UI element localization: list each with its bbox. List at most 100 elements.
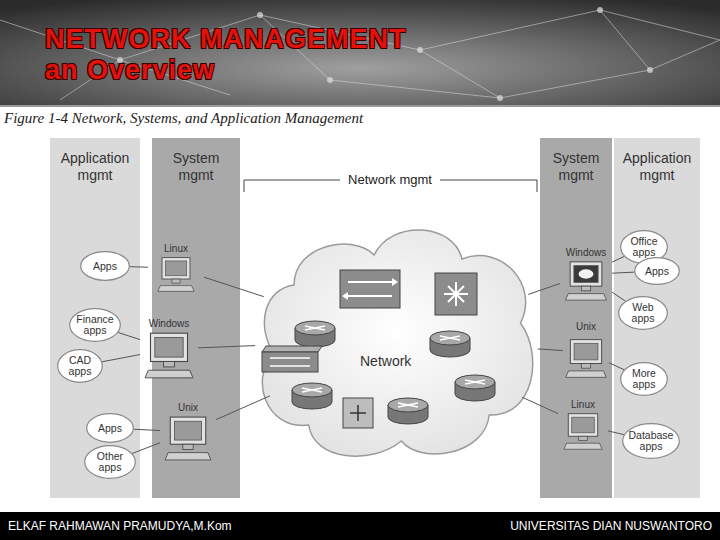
os-label: Windows bbox=[560, 247, 612, 259]
oval-shape bbox=[619, 297, 668, 330]
oval-shape bbox=[623, 424, 680, 459]
hub-arrows bbox=[350, 405, 366, 421]
star-line bbox=[444, 293, 468, 295]
router-arrows bbox=[440, 336, 460, 340]
pattern-dot bbox=[597, 7, 603, 13]
computer-icon bbox=[140, 331, 198, 380]
computer-node: Windows bbox=[560, 247, 612, 302]
header-network-pattern bbox=[0, 10, 720, 100]
oval-shape bbox=[70, 309, 121, 342]
router-body bbox=[430, 338, 470, 357]
connector-line bbox=[204, 277, 264, 297]
router-arrows bbox=[465, 380, 485, 384]
oval-text-box: Web apps bbox=[618, 296, 668, 330]
os-label: Windows bbox=[140, 318, 198, 330]
cloud-outline bbox=[255, 215, 538, 465]
header-rule bbox=[0, 105, 720, 107]
oval-text-box: Finance apps bbox=[69, 308, 121, 342]
connector-line bbox=[522, 397, 558, 413]
router-top bbox=[430, 331, 470, 345]
oval-label: Finance apps bbox=[73, 314, 117, 336]
computer-node: Linux bbox=[558, 399, 608, 451]
pattern-line bbox=[600, 10, 650, 70]
management-band: Application mgmtAppsFinance appsCAD apps… bbox=[50, 138, 140, 498]
monitor-case bbox=[162, 258, 190, 279]
oval-label: Apps bbox=[93, 261, 117, 272]
oval-label: CAD apps bbox=[61, 355, 99, 377]
monitor-case bbox=[570, 340, 601, 364]
pattern-line bbox=[420, 10, 600, 50]
keyboard bbox=[145, 370, 193, 378]
application-oval: Apps bbox=[634, 257, 680, 285]
pattern-line bbox=[500, 70, 650, 98]
application-oval: CAD apps bbox=[57, 349, 103, 383]
computer-label-box: Linux bbox=[558, 399, 608, 411]
monitor-screen bbox=[174, 421, 201, 440]
band-heading: System mgmt bbox=[540, 150, 612, 184]
pattern-dot bbox=[647, 67, 653, 73]
network-cloud: Network bbox=[255, 215, 538, 465]
connector-line bbox=[612, 256, 624, 262]
monitor-stand bbox=[579, 436, 588, 440]
monitor-screen bbox=[574, 266, 598, 283]
screen-image bbox=[579, 269, 594, 278]
computer-node: Windows bbox=[140, 318, 198, 380]
pattern-dot bbox=[327, 77, 333, 83]
os-label: Unix bbox=[563, 321, 609, 333]
application-oval: Database apps bbox=[622, 423, 680, 459]
star-line bbox=[448, 286, 464, 302]
router-icon bbox=[292, 383, 332, 409]
application-oval: Web apps bbox=[618, 296, 668, 330]
monitor-stand bbox=[164, 361, 175, 366]
footer-author: ELKAF RAHMAWAN PRAMUDYA,M.Kom bbox=[8, 519, 348, 534]
router-arrows bbox=[302, 388, 322, 392]
connector-line bbox=[538, 349, 563, 351]
application-oval: Apps bbox=[86, 413, 134, 443]
computer-icon bbox=[558, 412, 608, 451]
router-body bbox=[455, 382, 495, 401]
star-line bbox=[448, 286, 464, 302]
application-oval: Other apps bbox=[84, 445, 136, 479]
computer-label-box: Unix bbox=[563, 321, 609, 333]
pattern-dot bbox=[257, 12, 263, 18]
os-label: Unix bbox=[160, 402, 216, 414]
oval-label: Office apps bbox=[624, 236, 664, 258]
oval-label: Database apps bbox=[626, 430, 676, 452]
switch-icon bbox=[262, 346, 322, 372]
band-heading: Application mgmt bbox=[50, 150, 140, 184]
switch-body bbox=[262, 352, 318, 372]
oval-shape bbox=[621, 363, 668, 396]
pattern-dot bbox=[417, 47, 423, 53]
computer-node: Unix bbox=[563, 321, 609, 383]
application-oval: More apps bbox=[620, 362, 668, 396]
router-arrows bbox=[398, 403, 418, 407]
switch-arrow bbox=[348, 281, 392, 283]
router-body bbox=[388, 405, 428, 424]
oval-label: Apps bbox=[645, 266, 669, 277]
switch-body bbox=[340, 270, 400, 308]
switch-top bbox=[262, 346, 322, 352]
monitor-screen bbox=[155, 338, 183, 358]
connector-line bbox=[612, 272, 634, 273]
monitor-case bbox=[150, 333, 187, 361]
router-arrows bbox=[305, 326, 325, 330]
oval-shape bbox=[635, 258, 680, 285]
oval-text-box: Other apps bbox=[84, 445, 136, 479]
oval-shape bbox=[87, 414, 134, 443]
router-body bbox=[295, 328, 335, 347]
application-oval: Finance apps bbox=[69, 308, 121, 342]
switch-body bbox=[435, 273, 477, 315]
application-oval: Apps bbox=[80, 251, 130, 281]
band-title: System mgmt bbox=[160, 150, 232, 184]
footer-institution: UNIVERSITAS DIAN NUSWANTORO bbox=[372, 519, 712, 534]
keyboard bbox=[564, 443, 602, 449]
computer-node: Linux bbox=[148, 243, 204, 293]
monitor-stand bbox=[172, 279, 180, 283]
band-heading: Application mgmt bbox=[614, 150, 700, 184]
router-icon bbox=[430, 331, 470, 357]
oval-shape bbox=[58, 350, 103, 383]
hub-body bbox=[343, 398, 373, 428]
router-body bbox=[292, 390, 332, 409]
computer-icon bbox=[560, 260, 612, 302]
computer-icon bbox=[148, 256, 204, 293]
